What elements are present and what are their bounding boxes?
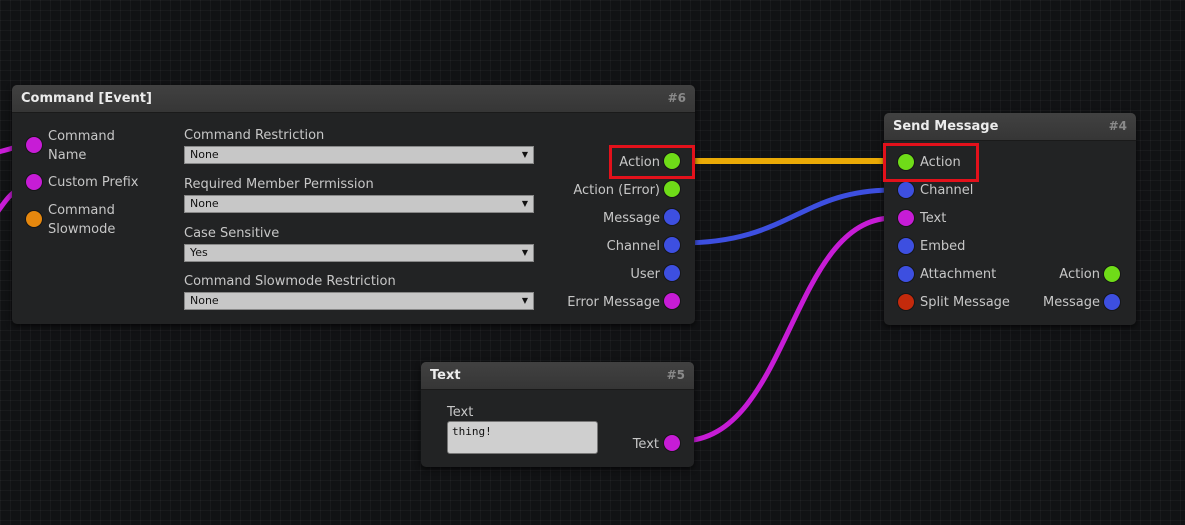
text-node[interactable]: Text #5 Text thing! Text — [421, 362, 694, 467]
action-output-label: Action — [619, 155, 660, 170]
wire-text-to-text — [680, 215, 894, 444]
required-member-permission-select[interactable]: None ▼ — [184, 195, 534, 213]
send-action-output-label: Action — [1059, 267, 1100, 282]
send-channel-input-label: Channel — [920, 183, 974, 198]
send-action-input-label: Action — [920, 155, 961, 170]
text-output-label: Text — [632, 437, 659, 452]
send-text-input-port[interactable] — [898, 210, 914, 226]
custom-prefix-input-port[interactable] — [26, 174, 42, 190]
text-output-port[interactable] — [664, 435, 680, 451]
action-error-output-port[interactable] — [664, 181, 680, 197]
text-field-input[interactable]: thing! — [447, 421, 598, 454]
send-action-output-port[interactable] — [1104, 266, 1120, 282]
send-message-node[interactable]: Send Message #4 Action Channel Text Embe… — [884, 113, 1136, 325]
send-node-id: #4 — [1108, 119, 1127, 133]
channel-output-label: Channel — [606, 239, 660, 254]
send-channel-input-port[interactable] — [898, 182, 914, 198]
action-error-output-label: Action (Error) — [573, 183, 660, 198]
command-node-title: Command [Event] — [21, 91, 152, 106]
send-message-output-label: Message — [1043, 295, 1100, 310]
channel-output-port[interactable] — [664, 237, 680, 253]
message-output-port[interactable] — [664, 209, 680, 225]
command-slowmode-restriction-chevron-down-icon: ▼ — [521, 296, 528, 305]
command-name-input-label: Command Name — [48, 129, 115, 163]
send-embed-input-label: Embed — [920, 239, 966, 254]
case-sensitive-value: Yes — [190, 246, 208, 259]
required-member-permission-label: Required Member Permission — [184, 177, 374, 192]
send-attachment-input-label: Attachment — [920, 267, 997, 282]
send-split-message-input-port[interactable] — [898, 294, 914, 310]
error-message-output-label: Error Message — [567, 295, 660, 310]
case-sensitive-chevron-down-icon: ▼ — [521, 248, 528, 257]
text-node-header[interactable]: Text #5 — [421, 362, 694, 390]
send-node-title: Send Message — [893, 119, 999, 134]
send-message-output-port[interactable] — [1104, 294, 1120, 310]
command-node-header[interactable]: Command [Event] #6 — [12, 85, 695, 113]
text-node-id: #5 — [666, 368, 685, 382]
required-member-permission-chevron-down-icon: ▼ — [521, 199, 528, 208]
custom-prefix-input-label: Custom Prefix — [48, 175, 139, 190]
case-sensitive-select[interactable]: Yes ▼ — [184, 244, 534, 262]
user-output-port[interactable] — [664, 265, 680, 281]
send-embed-input-port[interactable] — [898, 238, 914, 254]
command-restriction-label: Command Restriction — [184, 128, 325, 143]
error-message-output-port[interactable] — [664, 293, 680, 309]
command-event-node[interactable]: Command [Event] #6 Command Name Custom P… — [12, 85, 695, 324]
text-field-label: Text — [447, 405, 474, 420]
command-name-input-port[interactable] — [26, 137, 42, 153]
send-action-input-port[interactable] — [898, 154, 914, 170]
send-split-message-input-label: Split Message — [920, 295, 1010, 310]
message-output-label: Message — [603, 211, 660, 226]
send-attachment-input-port[interactable] — [898, 266, 914, 282]
command-restriction-chevron-down-icon: ▼ — [521, 150, 528, 159]
case-sensitive-label: Case Sensitive — [184, 226, 280, 241]
action-output-port[interactable] — [664, 153, 680, 169]
command-restriction-select[interactable]: None ▼ — [184, 146, 534, 164]
command-node-id: #6 — [667, 91, 686, 105]
command-slowmode-restriction-select[interactable]: None ▼ — [184, 292, 534, 310]
send-text-input-label: Text — [920, 211, 947, 226]
send-node-header[interactable]: Send Message #4 — [884, 113, 1136, 141]
wire-channel-to-channel — [680, 187, 894, 246]
required-member-permission-value: None — [190, 197, 219, 210]
command-slowmode-restriction-value: None — [190, 294, 219, 307]
user-output-label: User — [630, 267, 660, 282]
text-node-title: Text — [430, 368, 461, 383]
command-slowmode-input-label: Command Slowmode — [48, 203, 116, 237]
command-slowmode-input-port[interactable] — [26, 211, 42, 227]
command-restriction-value: None — [190, 148, 219, 161]
command-slowmode-restriction-label: Command Slowmode Restriction — [184, 274, 396, 289]
